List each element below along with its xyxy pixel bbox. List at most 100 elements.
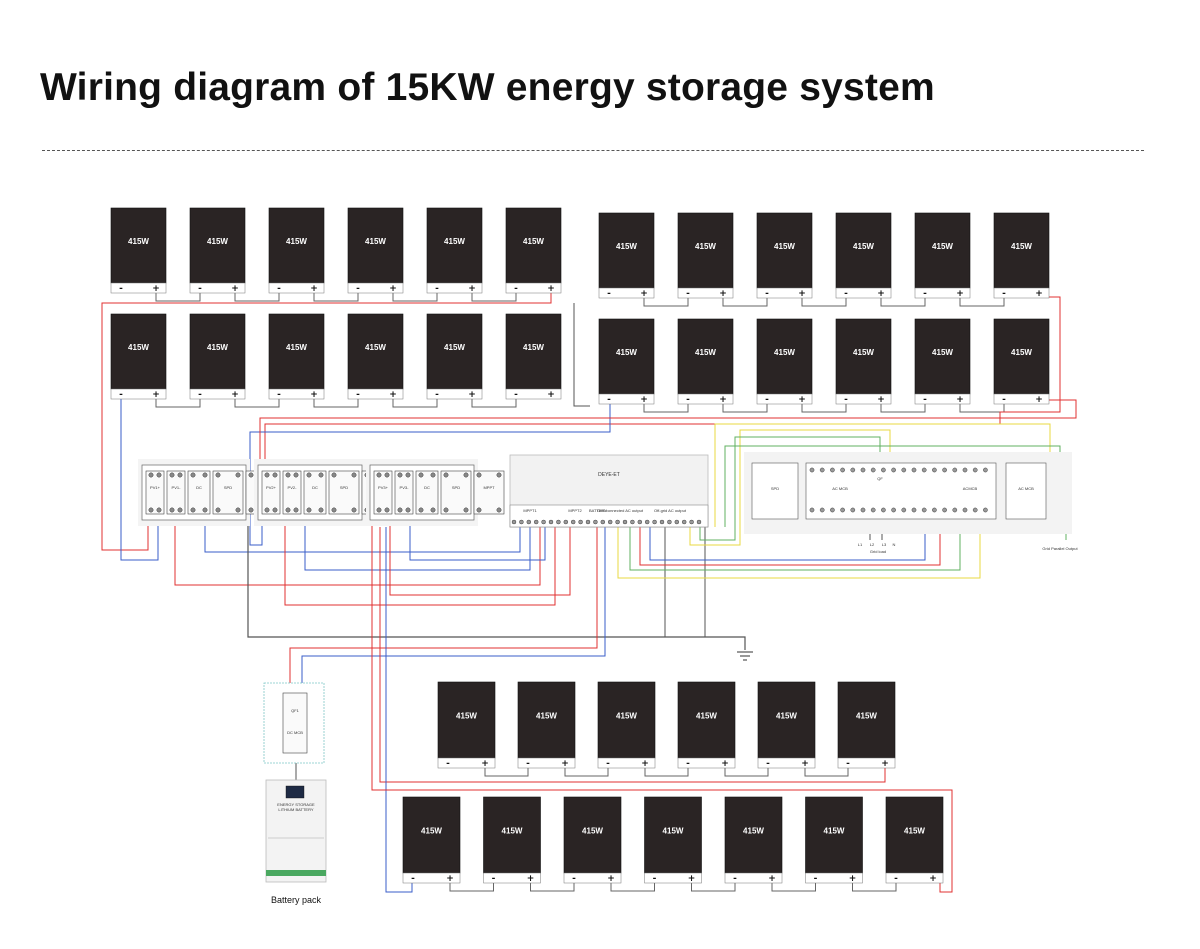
solar-panel: 415W-+ bbox=[756, 318, 813, 405]
panel-power-label: 415W bbox=[695, 242, 716, 251]
combiner-module-label: DC bbox=[196, 485, 202, 490]
panel-minus-terminal: - bbox=[814, 874, 818, 884]
inverter-terminal bbox=[682, 519, 687, 525]
combiner-module-label: SPD bbox=[452, 485, 460, 490]
panel-terminal-strip bbox=[677, 287, 734, 299]
panel-terminal-strip bbox=[993, 393, 1050, 405]
solar-panel: 415W-+ bbox=[483, 796, 541, 884]
panel-body bbox=[437, 681, 496, 759]
panel-power-label: 415W bbox=[523, 237, 544, 246]
panel-plus-terminal: + bbox=[721, 759, 729, 769]
ac-terminal bbox=[921, 507, 927, 513]
series-link bbox=[722, 298, 768, 307]
panel-terminal-strip bbox=[885, 872, 944, 884]
series-link bbox=[771, 883, 816, 892]
series-link bbox=[392, 293, 438, 302]
ac-spd-module bbox=[751, 462, 799, 520]
panel-minus-terminal: - bbox=[356, 284, 360, 294]
panel-power-label: 415W bbox=[853, 242, 874, 251]
panel-body bbox=[677, 212, 734, 289]
panel-terminal-strip bbox=[835, 287, 892, 299]
panel-plus-terminal: + bbox=[1035, 395, 1043, 405]
offgrid-output-label: Grid Parallel Output bbox=[1042, 546, 1078, 551]
series-link bbox=[644, 768, 689, 777]
solar-panel: 415W-+ bbox=[426, 313, 483, 400]
panel-power-label: 415W bbox=[696, 711, 717, 720]
breaker-module bbox=[261, 470, 281, 515]
panel-power-label: 415W bbox=[444, 237, 465, 246]
panel-power-label: 415W bbox=[421, 826, 442, 835]
panel-minus-terminal: - bbox=[492, 874, 496, 884]
inverter-terminal bbox=[667, 519, 672, 525]
panel-minus-terminal: - bbox=[411, 874, 415, 884]
panel-body bbox=[805, 796, 863, 874]
panel-minus-terminal: - bbox=[514, 284, 518, 294]
panel-terminal-strip bbox=[505, 388, 562, 400]
battery-line2: LITHIUM BATTERY bbox=[278, 807, 314, 812]
panel-terminal-strip bbox=[189, 282, 246, 294]
panel-power-label: 415W bbox=[824, 826, 845, 835]
panel-power-label: 415W bbox=[128, 343, 149, 352]
solar-panel: 415W-+ bbox=[835, 318, 892, 405]
panel-body bbox=[268, 207, 325, 284]
screw-terminal bbox=[156, 472, 162, 478]
panel-minus-terminal: - bbox=[1002, 395, 1006, 405]
ac-terminal bbox=[850, 507, 856, 513]
panel-minus-terminal: - bbox=[844, 289, 848, 299]
inverter-terminal bbox=[571, 519, 576, 525]
solar-panel: 415W-+ bbox=[268, 207, 325, 294]
solar-panel: 415W-+ bbox=[914, 212, 971, 299]
panel-body bbox=[677, 681, 736, 759]
screw-terminal bbox=[202, 507, 208, 513]
panel-power-label: 415W bbox=[128, 237, 149, 246]
ac-offgrid-n bbox=[699, 436, 881, 541]
breaker-module bbox=[282, 470, 302, 515]
panel-terminal-strip bbox=[756, 393, 813, 405]
panel-power-label: 415W bbox=[774, 348, 795, 357]
screw-terminal bbox=[476, 472, 482, 478]
panel-plus-terminal: + bbox=[956, 289, 964, 299]
pv5-positive bbox=[371, 520, 953, 893]
series-link bbox=[804, 768, 849, 777]
inverter-terminal bbox=[600, 519, 605, 525]
ac-terminal bbox=[983, 467, 988, 473]
ac-offgrid-out bbox=[714, 423, 1051, 527]
ac-grid-l2 bbox=[629, 519, 961, 571]
ac-terminal bbox=[901, 467, 907, 473]
panel-plus-terminal: + bbox=[561, 759, 569, 769]
grid-load-label: Grid load bbox=[870, 549, 886, 554]
panel-terminal-strip bbox=[347, 282, 404, 294]
ac-terminal bbox=[972, 507, 978, 513]
solar-panel: 415W-+ bbox=[914, 318, 971, 405]
solar-panel: 415W-+ bbox=[598, 318, 655, 405]
ac-terminal bbox=[809, 467, 815, 473]
ac-terminal bbox=[881, 507, 886, 513]
solar-panel: 415W-+ bbox=[347, 313, 404, 400]
solar-panel: 415W-+ bbox=[268, 313, 325, 400]
series-link bbox=[691, 883, 736, 892]
panel-power-label: 415W bbox=[932, 348, 953, 357]
panel-plus-terminal: + bbox=[468, 390, 476, 400]
solar-panel: 415W-+ bbox=[993, 318, 1050, 405]
panel-body bbox=[505, 207, 562, 284]
panel-body bbox=[347, 313, 404, 390]
ac-terminal bbox=[840, 467, 845, 473]
panel-terminal-strip bbox=[268, 282, 325, 294]
panel-minus-terminal: - bbox=[526, 759, 530, 769]
inverter-terminal bbox=[645, 519, 650, 525]
panel-body bbox=[885, 796, 944, 874]
panel-terminal-strip bbox=[597, 757, 656, 769]
panel-minus-terminal: - bbox=[119, 390, 123, 400]
panel-plus-terminal: + bbox=[468, 284, 476, 294]
inverter-terminal bbox=[615, 519, 620, 525]
inverter-terminal bbox=[519, 519, 524, 525]
ac-terminal bbox=[942, 467, 947, 473]
ac-terminal bbox=[901, 507, 907, 513]
panel-minus-terminal: - bbox=[846, 759, 850, 769]
panel-plus-terminal: + bbox=[310, 390, 318, 400]
